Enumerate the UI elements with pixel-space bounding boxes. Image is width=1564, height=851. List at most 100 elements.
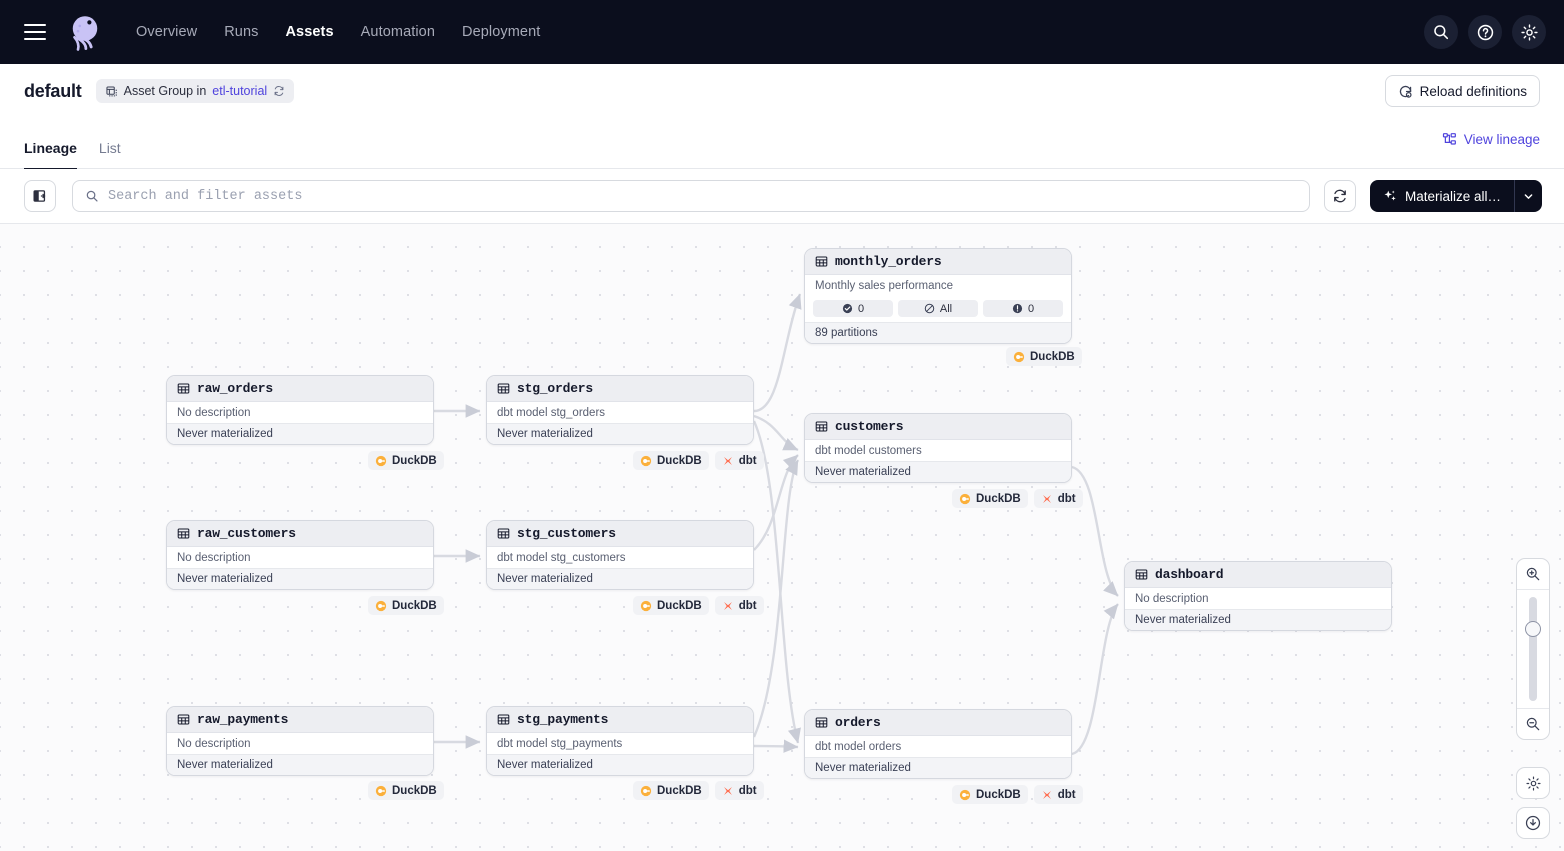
asset-node-title: stg_orders bbox=[517, 381, 594, 396]
kind-tag-label: dbt bbox=[738, 599, 757, 612]
asset-node-description: No description bbox=[1125, 588, 1391, 609]
duckdb-icon bbox=[640, 785, 652, 796]
view-lineage-link[interactable]: View lineage bbox=[1442, 132, 1540, 147]
help-icon[interactable] bbox=[1468, 15, 1502, 49]
asset-node-raw_payments[interactable]: raw_payments No description Never materi… bbox=[166, 706, 434, 776]
search-icon[interactable] bbox=[1424, 15, 1458, 49]
divider bbox=[1517, 589, 1549, 590]
asset-group-breadcrumb[interactable]: Asset Group in etl-tutorial bbox=[95, 79, 295, 103]
nav-link-deployment[interactable]: Deployment bbox=[462, 24, 541, 40]
lineage-graph-canvas[interactable]: monthly_orders Monthly sales performance… bbox=[0, 224, 1564, 851]
asset-group-prefix: Asset Group in bbox=[123, 84, 207, 98]
gear-icon[interactable] bbox=[1512, 15, 1546, 49]
dagster-logo-icon[interactable] bbox=[64, 11, 106, 53]
kind-tag-dbt[interactable]: dbt bbox=[1033, 785, 1083, 804]
zoom-slider[interactable] bbox=[1517, 590, 1549, 708]
panel-open-icon[interactable] bbox=[24, 180, 56, 212]
asset-node-stg_payments[interactable]: stg_payments dbt model stg_payments Neve… bbox=[486, 706, 754, 776]
duckdb-icon bbox=[959, 493, 971, 504]
materialize-all-label: Materialize all… bbox=[1404, 188, 1501, 204]
duckdb-icon bbox=[959, 789, 971, 800]
kind-tag-label: dbt bbox=[1057, 788, 1076, 801]
kind-tag-duckdb[interactable]: DuckDB bbox=[368, 781, 444, 800]
zoom-slider-thumb[interactable] bbox=[1525, 621, 1541, 637]
tab-lineage[interactable]: Lineage bbox=[24, 140, 77, 170]
kind-tag-label: DuckDB bbox=[1030, 350, 1075, 363]
nav-link-automation[interactable]: Automation bbox=[360, 24, 436, 40]
chevron-down-icon[interactable] bbox=[1514, 180, 1542, 212]
edge-orders-dashboard bbox=[1071, 603, 1119, 756]
tab-list: Lineage List bbox=[24, 118, 1564, 170]
kind-tag-dbt[interactable]: dbt bbox=[714, 596, 764, 615]
zoom-slider-track bbox=[1529, 597, 1537, 701]
lineage-icon bbox=[1442, 133, 1456, 145]
kind-tag-label: DuckDB bbox=[976, 492, 1021, 505]
materialize-all-button[interactable]: Materialize all… bbox=[1369, 180, 1514, 212]
kind-tag-duckdb[interactable]: DuckDB bbox=[952, 785, 1028, 804]
refresh-icon[interactable] bbox=[273, 85, 285, 97]
zoom-in-icon[interactable] bbox=[1517, 559, 1549, 589]
table-icon bbox=[177, 714, 190, 725]
kind-tag-dbt[interactable]: dbt bbox=[714, 451, 764, 470]
nav-link-runs[interactable]: Runs bbox=[224, 24, 259, 40]
search-field-wrapper[interactable] bbox=[72, 180, 1310, 212]
duckdb-icon bbox=[375, 600, 387, 611]
asset-node-raw_customers[interactable]: raw_customers No description Never mater… bbox=[166, 520, 434, 590]
asset-node-description: No description bbox=[167, 402, 433, 423]
kind-tag-label: DuckDB bbox=[392, 784, 437, 797]
sparkle-icon bbox=[1384, 190, 1396, 201]
asset-node-title: dashboard bbox=[1155, 567, 1224, 582]
asset-node-status: Never materialized bbox=[487, 423, 753, 444]
check-circle-icon bbox=[842, 303, 853, 314]
asset-node-title: raw_customers bbox=[197, 526, 296, 541]
asset-node-raw_orders[interactable]: raw_orders No description Never material… bbox=[166, 375, 434, 445]
kind-tag-duckdb[interactable]: DuckDB bbox=[633, 781, 709, 800]
kind-tag-label: DuckDB bbox=[976, 788, 1021, 801]
asset-node-description: dbt model orders bbox=[805, 736, 1071, 757]
hamburger-icon[interactable] bbox=[24, 24, 46, 40]
kind-tag-dbt[interactable]: dbt bbox=[714, 781, 764, 800]
partition-chip-success[interactable]: 0 bbox=[813, 300, 893, 317]
tab-list[interactable]: List bbox=[98, 140, 121, 156]
refresh-icon bbox=[1334, 189, 1346, 203]
tabs-bar: Lineage List View lineage bbox=[0, 118, 1564, 170]
zoom-to-fit-button[interactable] bbox=[1516, 807, 1550, 839]
asset-node-stg_customers[interactable]: stg_customers dbt model stg_customers Ne… bbox=[486, 520, 754, 590]
kind-tag-duckdb[interactable]: DuckDB bbox=[368, 596, 444, 615]
asset-node-description: No description bbox=[167, 733, 433, 754]
asset-group-icon bbox=[106, 85, 117, 96]
kind-tag-dbt[interactable]: dbt bbox=[1033, 489, 1083, 508]
kind-tag-duckdb[interactable]: DuckDB bbox=[633, 596, 709, 615]
graph-settings-button[interactable] bbox=[1516, 767, 1550, 799]
reload-definitions-button[interactable]: Reload definitions bbox=[1384, 75, 1540, 107]
kind-tag-duckdb[interactable]: DuckDB bbox=[952, 489, 1028, 508]
asset-node-monthly_orders[interactable]: monthly_orders Monthly sales performance… bbox=[804, 248, 1072, 344]
kind-tag-label: DuckDB bbox=[657, 599, 702, 612]
nav-link-overview[interactable]: Overview bbox=[136, 24, 198, 40]
table-icon bbox=[815, 717, 828, 728]
asset-node-dashboard[interactable]: dashboard No description Never materiali… bbox=[1124, 561, 1392, 631]
asset-node-status: Never materialized bbox=[1125, 609, 1391, 630]
partition-status-bar: 0 All 0 bbox=[805, 296, 1071, 322]
partition-chip-failed[interactable]: 0 bbox=[983, 300, 1063, 317]
refresh-assets-button[interactable] bbox=[1323, 180, 1356, 212]
kind-tag-duckdb[interactable]: DuckDB bbox=[633, 451, 709, 470]
partition-chip-label: All bbox=[939, 302, 953, 315]
dbt-icon bbox=[1042, 790, 1051, 799]
kind-tag-label: DuckDB bbox=[392, 454, 437, 467]
zoom-out-icon[interactable] bbox=[1517, 709, 1549, 739]
asset-node-stg_orders[interactable]: stg_orders dbt model stg_orders Never ma… bbox=[486, 375, 754, 445]
kind-tag-duckdb[interactable]: DuckDB bbox=[1006, 347, 1082, 366]
kind-tag-duckdb[interactable]: DuckDB bbox=[368, 451, 444, 470]
edge-customers-dashboard bbox=[1071, 465, 1119, 597]
asset-node-customers[interactable]: customers dbt model customers Never mate… bbox=[804, 413, 1072, 483]
partition-chip-missing[interactable]: All bbox=[898, 300, 978, 317]
nav-link-assets[interactable]: Assets bbox=[285, 24, 334, 40]
asset-node-title: raw_orders bbox=[197, 381, 274, 396]
page-header: default Asset Group in etl-tutorial Relo… bbox=[0, 64, 1564, 118]
asset-node-orders[interactable]: orders dbt model orders Never materializ… bbox=[804, 709, 1072, 779]
assets-toolbar: Materialize all… bbox=[0, 169, 1564, 224]
search-input[interactable] bbox=[108, 188, 1297, 204]
asset-group-link[interactable]: etl-tutorial bbox=[212, 84, 268, 98]
top-navigation-bar: Overview Runs Assets Automation Deployme… bbox=[0, 0, 1564, 64]
